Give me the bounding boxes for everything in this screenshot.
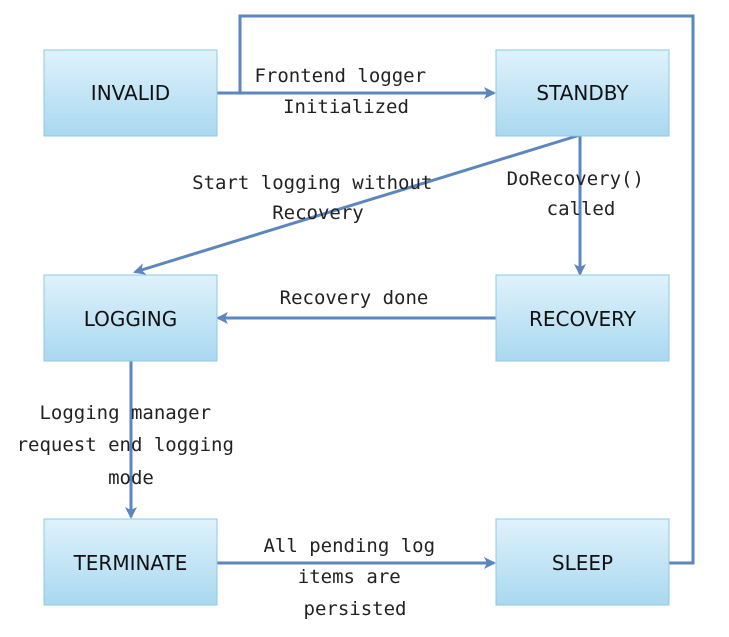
edge-sleep-to-standby — [238, 14, 695, 565]
state-standby: STANDBY — [495, 49, 670, 137]
state-recovery-label: RECOVERY — [529, 307, 637, 331]
state-sleep-label: SLEEP — [552, 551, 613, 575]
state-recovery: RECOVERY — [495, 274, 670, 362]
state-invalid-label: INVALID — [91, 81, 170, 105]
state-terminate: TERMINATE — [43, 518, 218, 606]
label-standby-to-logging: Start logging without Recovery — [192, 172, 444, 224]
label-logging-to-terminate: Logging manager request end logging mode — [17, 402, 246, 489]
label-invalid-to-standby: Frontend logger Initialized — [254, 65, 437, 118]
state-terminate-label: TERMINATE — [73, 551, 188, 575]
state-sleep: SLEEP — [495, 518, 670, 606]
state-logging: LOGGING — [43, 274, 218, 362]
edges — [125, 14, 695, 569]
label-recovery-to-logging: Recovery done — [280, 287, 429, 309]
label-terminate-to-sleep: All pending log items are persisted — [263, 535, 446, 620]
edge-standby-to-logging — [133, 133, 581, 275]
state-standby-label: STANDBY — [536, 81, 629, 105]
state-logging-label: LOGGING — [84, 307, 178, 331]
state-invalid: INVALID — [43, 49, 218, 137]
label-standby-to-recovery: DoRecovery() called — [507, 168, 656, 220]
